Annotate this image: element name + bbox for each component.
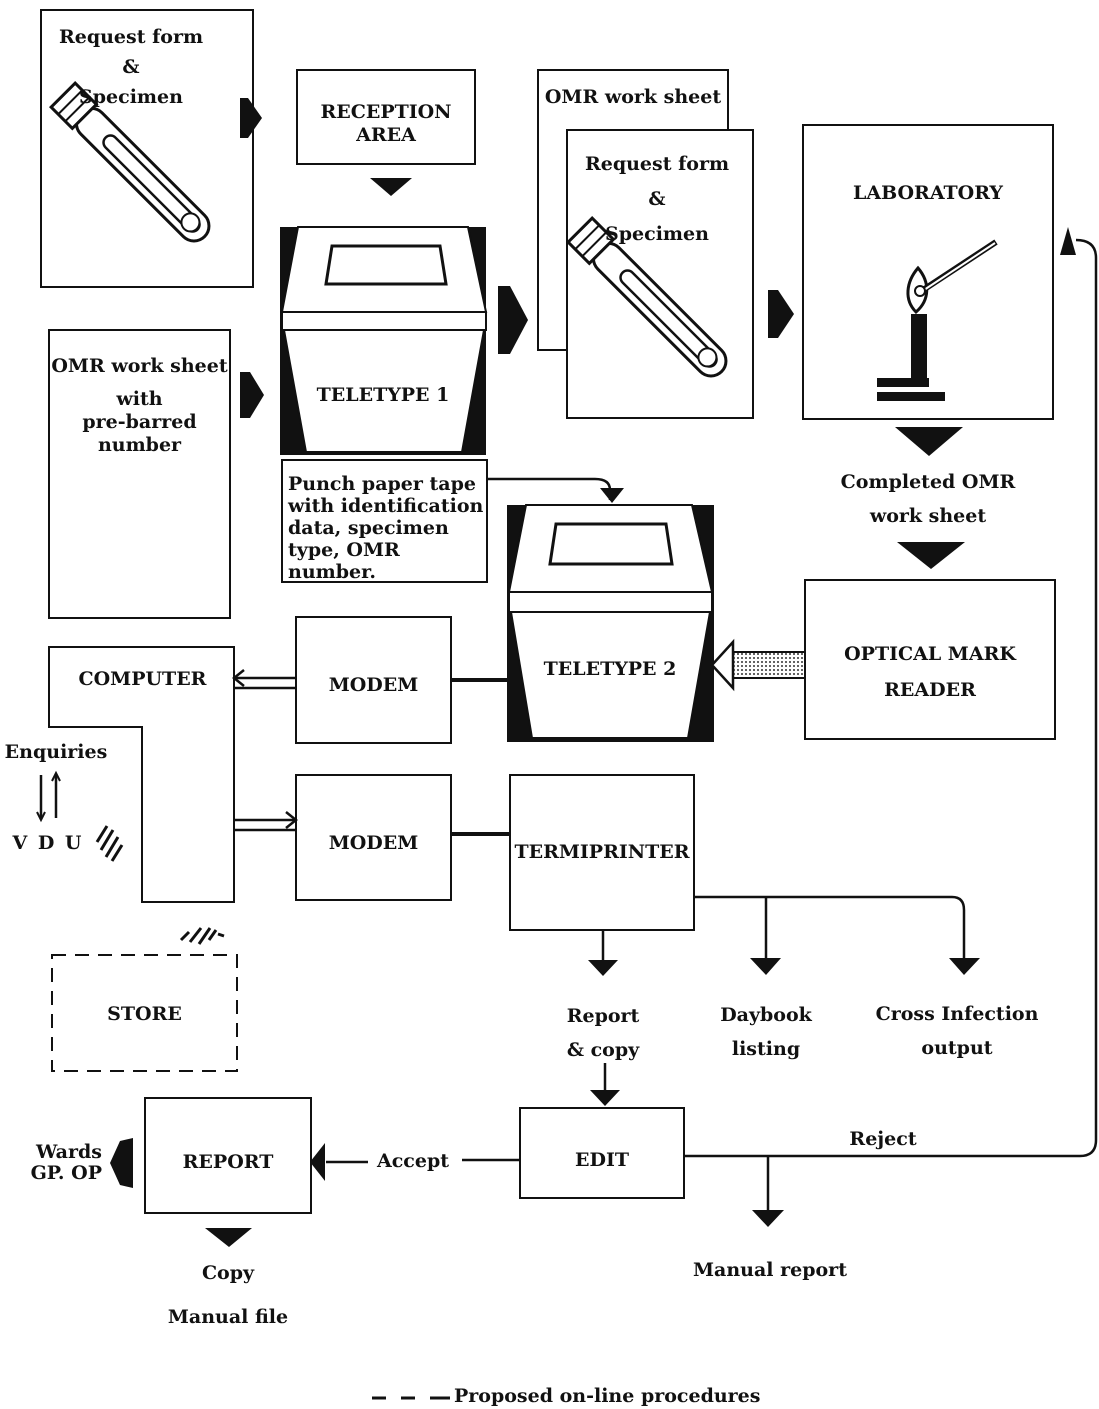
teletype-1-machine — [280, 227, 486, 455]
laboratory-label: LABORATORY — [803, 182, 1053, 205]
teletype-2-machine — [507, 505, 714, 742]
modem-1-label: MODEM — [296, 674, 451, 697]
request-form-2-title: Request form&Specimen — [567, 153, 747, 246]
bunsen-burner-icon — [877, 242, 996, 401]
hatch-marks — [97, 826, 224, 944]
termiprinter-label: TERMIPRINTER — [510, 841, 694, 864]
report-copy-label: Report& copy — [543, 999, 663, 1067]
computer-label: COMPUTER — [55, 668, 230, 691]
teletype-1-label: TELETYPE 1 — [290, 384, 476, 407]
accept-label: Accept — [370, 1150, 456, 1173]
reader-data-arrow — [712, 642, 805, 688]
omr-worksheet-back-label: OMR work sheet — [538, 86, 728, 109]
manual-report-label: Manual report — [680, 1259, 860, 1282]
edit-label: EDIT — [520, 1149, 684, 1172]
legend-label: Proposed on-line procedures — [454, 1385, 774, 1408]
reject-label: Reject — [838, 1128, 928, 1151]
vdu-label: V D U — [8, 832, 88, 855]
laboratory-box — [803, 125, 1053, 419]
manual-file-label: Manual file — [148, 1306, 308, 1329]
report-label: REPORT — [145, 1151, 311, 1174]
request-form-title: Request form&Specimen — [41, 26, 221, 109]
enquiries-label: Enquiries — [0, 741, 112, 764]
copy-label: Copy — [168, 1262, 288, 1285]
modem-2-label: MODEM — [296, 832, 451, 855]
store-label: STORE — [52, 1003, 237, 1026]
teletype-2-label: TELETYPE 2 — [510, 658, 710, 681]
